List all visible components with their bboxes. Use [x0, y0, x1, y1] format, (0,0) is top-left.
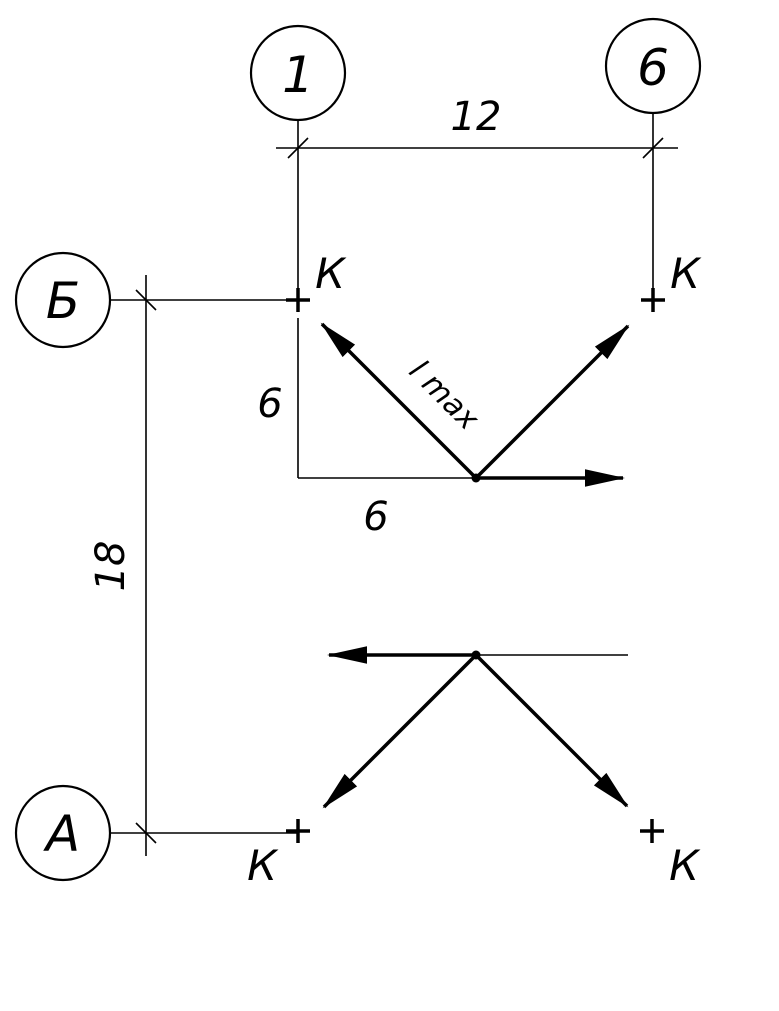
offset-label-vertical: 6 [257, 381, 282, 427]
column-mark-b6 [641, 288, 665, 312]
axis-bubble-1: 1 [249, 24, 347, 122]
axis-bubble-b: Б [14, 251, 112, 349]
column-mark-b1 [286, 288, 310, 312]
dimension-1-6: 12 [276, 94, 678, 159]
l-max-label: l max [402, 353, 486, 437]
offset-bracket: 6 6 [257, 318, 476, 540]
reach-arrow-upper-left [320, 322, 478, 480]
reach-arrow-upper-right [474, 324, 630, 480]
axis-label-a: А [43, 805, 80, 863]
k-label-b1: К [315, 249, 347, 298]
axis-label-b: Б [46, 272, 80, 330]
dimension-b-a: 18 [88, 275, 157, 856]
reach-arrow-lower-right [474, 653, 629, 808]
axis-bubble-6: 6 [604, 17, 702, 115]
axis-bubble-a: А [14, 784, 112, 882]
offset-label-horizontal: 6 [363, 494, 388, 540]
dimension-tick-1 [287, 137, 309, 159]
dimension-label-18: 18 [88, 541, 134, 592]
upper-hook-group: l max [320, 322, 630, 487]
k-label-a6: К [669, 841, 701, 890]
k-label-a1: К [247, 841, 279, 890]
dimension-label-12: 12 [451, 94, 502, 140]
dimension-tick-b [135, 289, 157, 311]
column-mark-a1 [286, 819, 310, 843]
dimension-tick-6 [642, 137, 664, 159]
column-mark-a6 [640, 819, 664, 843]
k-label-b6: К [670, 249, 702, 298]
dimension-tick-a [135, 822, 157, 844]
reach-arrow-lower-left [322, 653, 478, 809]
axis-label-6: 6 [637, 39, 669, 97]
axis-label-1: 1 [282, 46, 314, 104]
lower-hook-group [322, 646, 629, 809]
